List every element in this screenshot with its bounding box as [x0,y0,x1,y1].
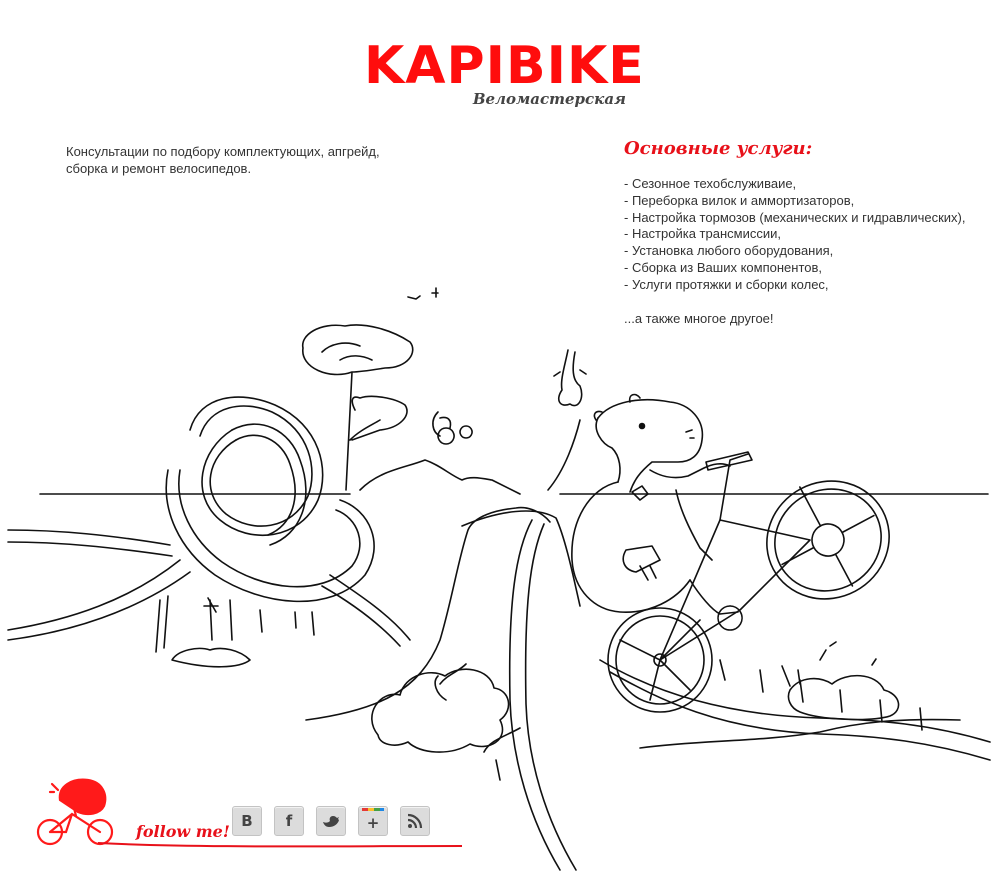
rocks [787,674,900,721]
follow-bar [36,778,463,848]
tree [302,324,414,491]
rss-icon [407,813,423,829]
bush [371,668,510,753]
twitter-button[interactable] [316,806,346,836]
logo-title: KAPIBIKE [364,36,645,96]
services-title: Основные услуги: [624,138,813,159]
google-plus-icon [362,808,384,811]
loop-track [7,396,411,668]
hill [359,459,521,495]
logo[interactable]: KAPIBIKE Веломастерская [364,36,644,112]
twitter-bird-icon [323,816,339,827]
bird-icon [407,287,439,300]
vkontakte-icon: В [241,812,253,830]
follow-label: follow me! [136,822,230,841]
service-item: - Настройка трансмиссии, [624,226,781,242]
intro-text: Консультации по подбору комплектующих, а… [66,144,380,176]
service-item: - Переборка вилок и аммортизаторов, [624,192,855,208]
tree-detail [321,342,373,361]
capybara-rider [571,393,739,615]
ramp [305,506,991,871]
small-cyclist [432,411,473,445]
vkontakte-button[interactable]: В [232,806,262,836]
bush-leaves [434,663,521,781]
google-plus-button[interactable]: + [358,806,388,836]
service-item: - Настройка тормозов (механических и гид… [624,209,966,225]
google-plus-glyph: + [366,814,380,832]
service-item: - Услуги протяжки и сборки колес, [624,276,829,292]
capybara-cyclist-icon [36,778,114,846]
logo-subtitle: Веломастерская [472,90,626,108]
flying-creature [553,349,587,407]
services-list: - Сезонное техобслуживаие, - Переборка в… [624,176,965,294]
follow-underline [97,842,463,848]
services-footer: ...а также многое другое! [624,311,774,326]
rss-button[interactable] [400,806,430,836]
flowers [781,641,877,687]
facebook-icon: f [285,812,293,830]
facebook-button[interactable]: f [274,806,304,836]
service-item: - Установка любого оборудования, [624,243,834,259]
service-item: - Сборка из Ваших компонентов, [624,259,823,275]
bicycle [607,451,890,713]
service-item: - Сезонное техобслуживаие, [624,176,797,191]
